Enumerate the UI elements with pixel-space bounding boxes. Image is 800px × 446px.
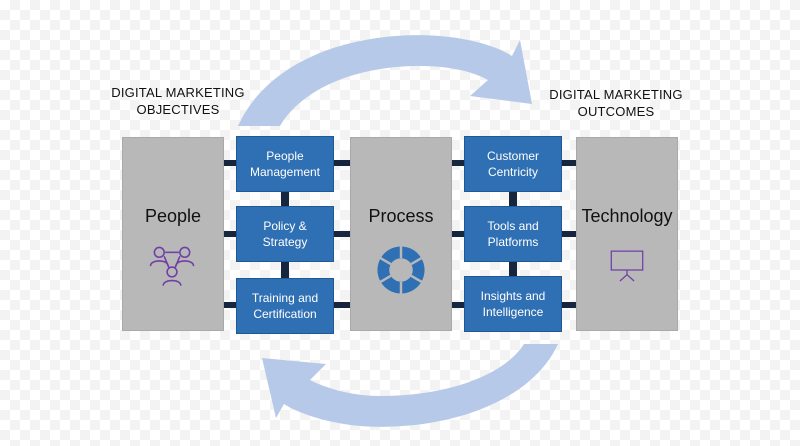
outcomes-heading-line1: DIGITAL MARKETING xyxy=(549,87,683,102)
connector xyxy=(222,160,238,166)
people-pillar-title: People xyxy=(144,206,202,226)
connector xyxy=(560,231,578,237)
people-pillar: People xyxy=(122,137,224,331)
objectives-heading: DIGITAL MARKETING OBJECTIVES xyxy=(98,84,258,118)
connector xyxy=(332,302,352,308)
top-cycle-arrow xyxy=(238,35,532,126)
tools-platforms-box: Tools and Platforms xyxy=(464,206,562,262)
customer-centricity-box: Customer Centricity xyxy=(464,136,562,192)
connector xyxy=(281,261,289,279)
outcomes-heading: DIGITAL MARKETING OUTCOMES xyxy=(536,86,696,120)
objectives-heading-line2: OBJECTIVES xyxy=(136,102,220,117)
connector xyxy=(450,302,466,308)
bottom-cycle-arrow xyxy=(262,344,558,427)
connector xyxy=(509,261,517,277)
insights-intelligence-box: Insights and Intelligence xyxy=(464,276,562,332)
connector xyxy=(332,231,352,237)
outcomes-heading-line2: OUTCOMES xyxy=(577,104,655,119)
technology-pillar-title: Technology xyxy=(581,206,673,226)
policy-strategy-box: Policy & Strategy xyxy=(236,206,334,262)
process-pillar-title: Process xyxy=(368,206,434,226)
connector xyxy=(222,302,238,308)
people-management-box: People Management xyxy=(236,136,334,192)
connector xyxy=(281,191,289,207)
connector xyxy=(332,160,352,166)
connector xyxy=(450,231,466,237)
cycle-ring-icon xyxy=(377,245,425,295)
people-group-icon xyxy=(149,246,195,286)
connector xyxy=(450,160,466,166)
objectives-heading-line1: DIGITAL MARKETING xyxy=(111,85,245,100)
presentation-board-icon xyxy=(610,250,644,282)
training-certification-box: Training and Certification xyxy=(236,278,334,334)
connector xyxy=(222,231,238,237)
connector xyxy=(560,302,578,308)
connector xyxy=(509,191,517,207)
technology-pillar: Technology xyxy=(576,137,678,331)
process-pillar: Process xyxy=(350,137,452,331)
connector xyxy=(560,160,578,166)
